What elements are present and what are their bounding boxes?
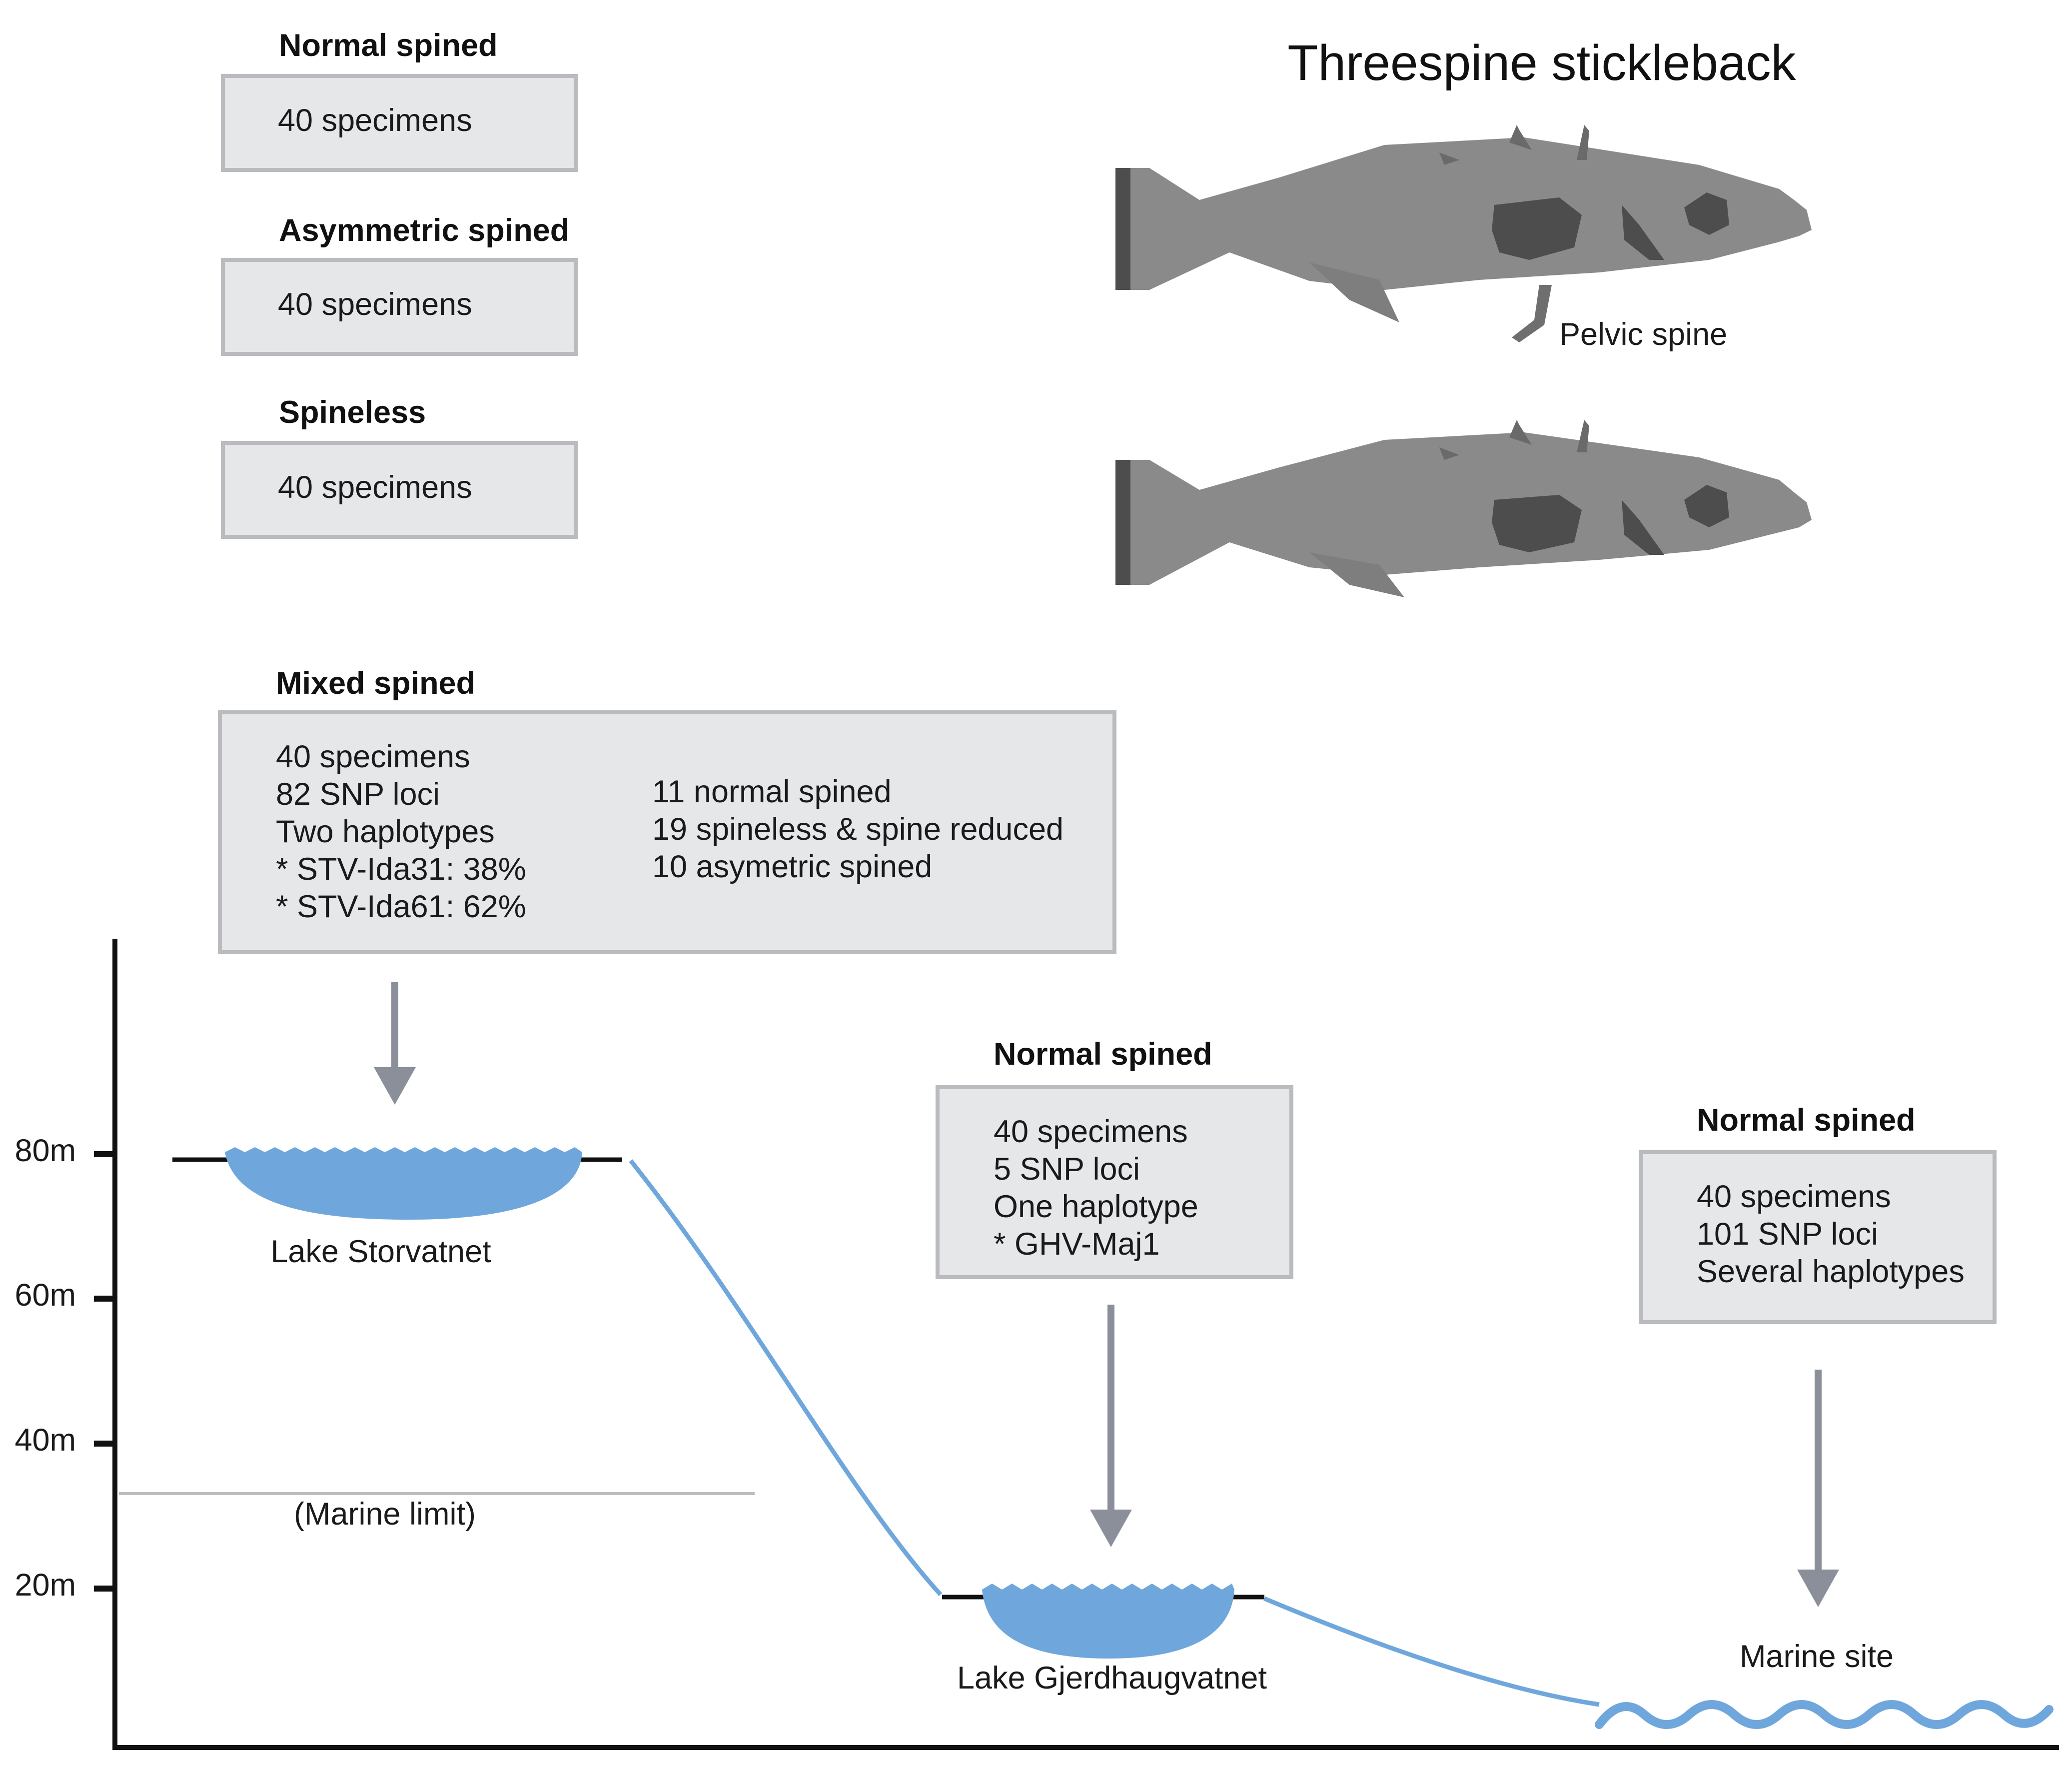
storvatnet-line: * STV-Ida61: 62% [276,889,526,924]
reference-box [221,258,578,356]
eye [1684,485,1729,527]
fish-body [1115,137,1812,290]
pectoral-fin [1622,205,1664,260]
y-tick-label: 40m [14,1423,76,1458]
lake-gjerdhaugvatnet: Lake Gjerdhaugvatnet [942,1584,1267,1696]
storvatnet-info: Mixed spined 40 specimens 82 SNP loci Tw… [218,666,1116,954]
lake-water [982,1584,1234,1659]
lake-storvatnet: Lake Storvatnet [172,1147,622,1269]
gill-plate [1492,197,1582,260]
gjerdhaugvatnet-line: 40 specimens [994,1114,1188,1149]
marine-info: Normal spined 40 specimens 101 SNP loci … [1639,1103,1997,1324]
reference-group-asymmetric: Asymmetric spined 40 specimens [221,213,578,356]
pectoral-fin [1622,500,1664,555]
reference-heading: Spineless [279,395,426,430]
storvatnet-phenotype-line: 10 asymetric spined [652,849,932,884]
lake-gjerdhaugvatnet-label: Lake Gjerdhaugvatnet [957,1661,1267,1696]
dorsal-spine [1439,152,1459,165]
marine-arrow [1797,1370,1839,1607]
storvatnet-arrow [374,982,416,1105]
caudal-fin-edge [1115,460,1130,585]
y-tick-label: 60m [14,1278,76,1313]
gill-plate [1492,495,1582,552]
dorsal-spine [1509,125,1532,150]
stream-lower [1263,1596,1600,1707]
marine-heading: Normal spined [1697,1103,1916,1138]
marine-line: 101 SNP loci [1697,1217,1878,1252]
marine-line: Several haplotypes [1697,1254,1965,1289]
storvatnet-line: 40 specimens [276,739,470,774]
gjerdhaugvatnet-heading: Normal spined [994,1037,1212,1072]
marine-limit-label: (Marine limit) [294,1497,476,1532]
dorsal-spine [1577,125,1589,160]
stickleback-spined-illustration [1115,125,1812,342]
gjerdhaugvatnet-arrow [1090,1305,1132,1547]
reference-box [221,441,578,539]
y-tick-label: 20m [14,1568,76,1603]
marine-waves [1595,1700,2054,1729]
reference-heading: Normal spined [279,28,498,63]
reference-line: 40 specimens [278,103,472,138]
gjerdhaugvatnet-line: One haplotype [994,1189,1198,1224]
marine-site-label: Marine site [1740,1639,1894,1674]
reference-box [221,74,578,172]
dorsal-spine [1577,420,1589,452]
fish-body [1115,432,1812,585]
stream-upper [629,1159,943,1597]
storvatnet-line: * STV-Ida31: 38% [276,852,526,887]
pelvic-spine-label: Pelvic spine [1559,317,1727,352]
gjerdhaugvatnet-line: * GHV-Maj1 [994,1227,1160,1262]
reference-line: 40 specimens [278,287,472,322]
stickleback-spineless-illustration [1115,420,1812,597]
gjerdhaugvatnet-line: 5 SNP loci [994,1152,1140,1187]
y-tick-label: 80m [14,1133,76,1168]
lake-water [225,1147,582,1220]
dorsal-spine [1509,420,1532,445]
pelvic-spine [1512,285,1552,342]
dorsal-spine [1439,447,1459,460]
reference-heading: Asymmetric spined [279,213,569,248]
storvatnet-line: 82 SNP loci [276,777,440,812]
elevation-axis: 80m 60m 40m 20m [14,939,2059,1750]
caudal-fin-edge [1115,168,1130,290]
diagram-title: Threespine stickleback [1287,35,1796,91]
reference-group-spineless: Spineless 40 specimens [221,395,578,539]
anal-fin [1309,262,1399,322]
storvatnet-phenotype-line: 11 normal spined [652,774,892,809]
lake-storvatnet-label: Lake Storvatnet [270,1234,491,1269]
eye [1684,192,1729,235]
marine-line: 40 specimens [1697,1179,1891,1214]
reference-group-normal: Normal spined 40 specimens [221,28,578,172]
marine-box [1639,1150,1997,1324]
anal-fin [1309,552,1404,597]
gjerdhaugvatnet-info: Normal spined 40 specimens 5 SNP loci On… [936,1037,1293,1279]
gjerdhaugvatnet-box [936,1085,1293,1279]
storvatnet-heading: Mixed spined [276,666,475,701]
reference-line: 40 specimens [278,470,472,505]
storvatnet-line: Two haplotypes [276,814,495,849]
storvatnet-phenotype-line: 19 spineless & spine reduced [652,812,1063,847]
storvatnet-box [218,710,1116,954]
